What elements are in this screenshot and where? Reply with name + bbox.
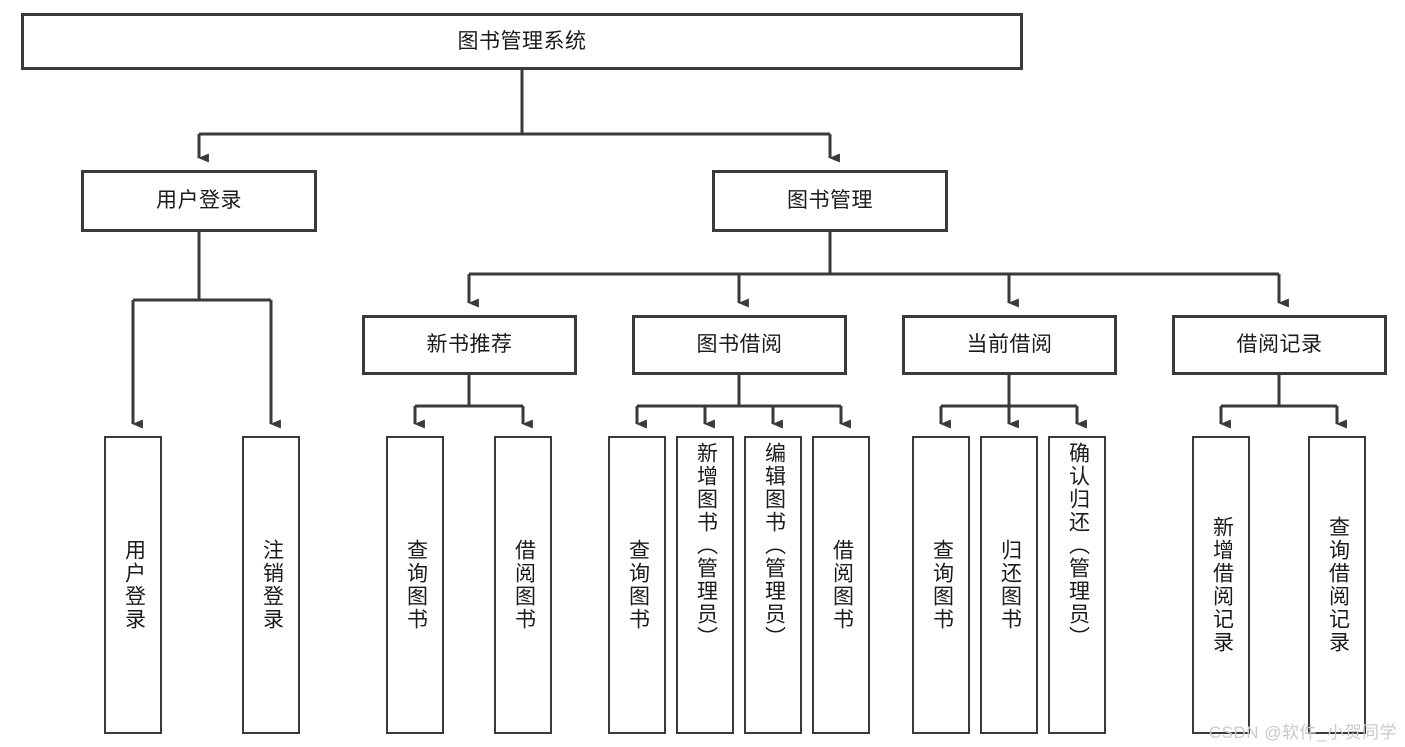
- leaf-user-login[interactable]: 用户登录: [104, 436, 162, 734]
- leaf-edit-book-admin[interactable]: 编辑图书（管理员）: [744, 436, 802, 734]
- node-book-borrow[interactable]: 图书借阅: [632, 315, 847, 375]
- leaf-add-borrow-record[interactable]: 新增借阅记录: [1192, 436, 1250, 734]
- leaf-query-book-borrow-label: 查询图书: [626, 539, 650, 631]
- node-new-book-recommend[interactable]: 新书推荐: [362, 315, 577, 375]
- node-book-management-label: 图书管理: [787, 189, 873, 213]
- leaf-query-book-recommend[interactable]: 查询图书: [386, 436, 444, 734]
- leaf-borrow-book-recommend[interactable]: 借阅图书: [494, 436, 552, 734]
- node-new-book-recommend-label: 新书推荐: [426, 333, 513, 357]
- node-user-login-label: 用户登录: [156, 189, 242, 213]
- node-root[interactable]: 图书管理系统: [21, 13, 1023, 70]
- leaf-edit-book-admin-label: 编辑图书（管理员）: [762, 442, 786, 649]
- leaf-borrow-book[interactable]: 借阅图书: [812, 436, 870, 734]
- leaf-logout[interactable]: 注销登录: [242, 436, 300, 734]
- leaf-query-borrow-record-label: 查询借阅记录: [1326, 516, 1350, 654]
- leaf-query-borrow-record[interactable]: 查询借阅记录: [1308, 436, 1366, 734]
- leaf-add-book-admin[interactable]: 新增图书（管理员）: [676, 436, 734, 734]
- leaf-return-book[interactable]: 归还图书: [980, 436, 1038, 734]
- node-book-borrow-label: 图书借阅: [696, 333, 783, 357]
- leaf-borrow-book-label: 借阅图书: [830, 539, 854, 631]
- node-root-label: 图书管理系统: [457, 29, 587, 53]
- node-current-borrow-label: 当前借阅: [966, 333, 1053, 357]
- node-book-management[interactable]: 图书管理: [712, 170, 948, 232]
- leaf-add-borrow-record-label: 新增借阅记录: [1210, 516, 1234, 654]
- watermark-text: CSDN @软件_小贺同学: [1208, 723, 1397, 742]
- leaf-logout-label: 注销登录: [260, 539, 284, 631]
- leaf-confirm-return-admin[interactable]: 确认归还（管理员）: [1048, 436, 1106, 734]
- leaf-return-book-label: 归还图书: [998, 539, 1022, 631]
- leaf-query-book-current[interactable]: 查询图书: [912, 436, 970, 734]
- node-borrow-record-label: 借阅记录: [1236, 333, 1323, 357]
- leaf-add-book-admin-label: 新增图书（管理员）: [694, 442, 718, 649]
- leaf-user-login-label: 用户登录: [122, 539, 146, 631]
- node-borrow-record[interactable]: 借阅记录: [1172, 315, 1387, 375]
- leaf-confirm-return-admin-label: 确认归还（管理员）: [1066, 442, 1090, 649]
- node-user-login[interactable]: 用户登录: [81, 170, 317, 232]
- leaf-query-book-current-label: 查询图书: [930, 539, 954, 631]
- leaf-query-book-recommend-label: 查询图书: [404, 539, 428, 631]
- node-current-borrow[interactable]: 当前借阅: [902, 315, 1117, 375]
- leaf-borrow-book-recommend-label: 借阅图书: [512, 539, 536, 631]
- leaf-query-book-borrow[interactable]: 查询图书: [608, 436, 666, 734]
